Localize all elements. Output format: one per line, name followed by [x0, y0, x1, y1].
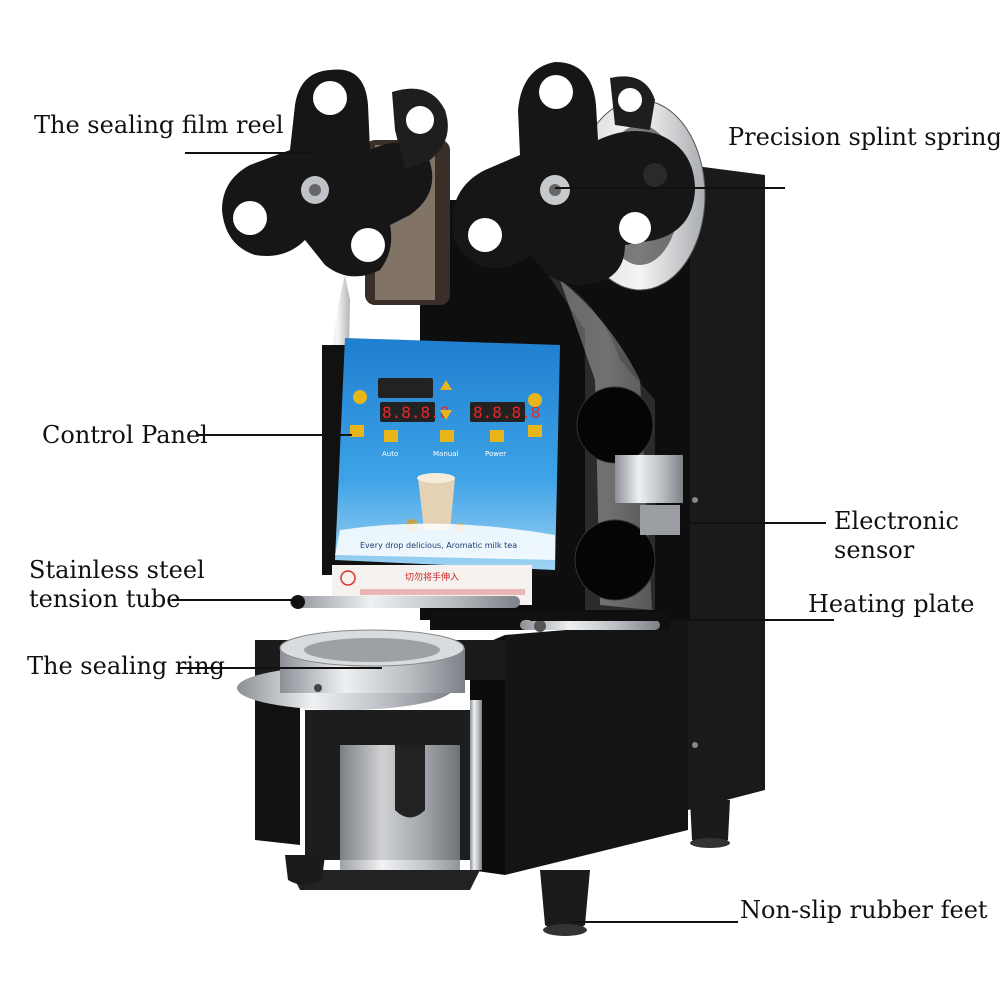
svg-text:Manual: Manual: [433, 450, 458, 458]
display-left: 8.8.8.8: [382, 403, 449, 422]
label-electronic-sensor-line2: sensor: [834, 536, 915, 564]
control-panel: 8.8.8.8 8.8.8.8 Auto Manual Power Every …: [322, 338, 560, 575]
reel-holder-right: [451, 62, 695, 285]
svg-text:切勿将手伸入: 切勿将手伸入: [405, 571, 459, 583]
label-electronic-sensor: Electronic sensor: [834, 507, 959, 565]
cup-holder: [237, 629, 482, 890]
svg-text:Power: Power: [485, 450, 506, 458]
label-rubber-feet: Non-slip rubber feet: [740, 896, 988, 924]
svg-text:Auto: Auto: [382, 450, 398, 458]
heating-plate: [430, 612, 670, 632]
label-tension-tube-line1: Stainless steel: [29, 556, 205, 584]
label-precision-splint-spring: Precision splint spring: [728, 123, 1000, 151]
label-tension-tube: Stainless steel tension tube: [29, 556, 205, 614]
rubber-feet: [285, 800, 730, 936]
label-control-panel: Control Panel: [42, 421, 208, 449]
electronic-sensor: [615, 455, 683, 535]
label-sealing-film-reel: The sealing film reel: [34, 111, 284, 139]
display-right: 8.8.8.8: [473, 403, 540, 422]
leader-lines: [172, 152, 834, 923]
label-heating-plate: Heating plate: [808, 590, 975, 618]
tension-tube: [290, 595, 520, 609]
label-electronic-sensor-line1: Electronic: [834, 507, 959, 535]
label-sealing-ring: The sealing ring: [27, 652, 225, 680]
label-tension-tube-line2: tension tube: [29, 585, 181, 613]
reel-holder-left: [222, 69, 448, 277]
panel-tagline: Every drop delicious, Aromatic milk tea: [360, 541, 517, 550]
